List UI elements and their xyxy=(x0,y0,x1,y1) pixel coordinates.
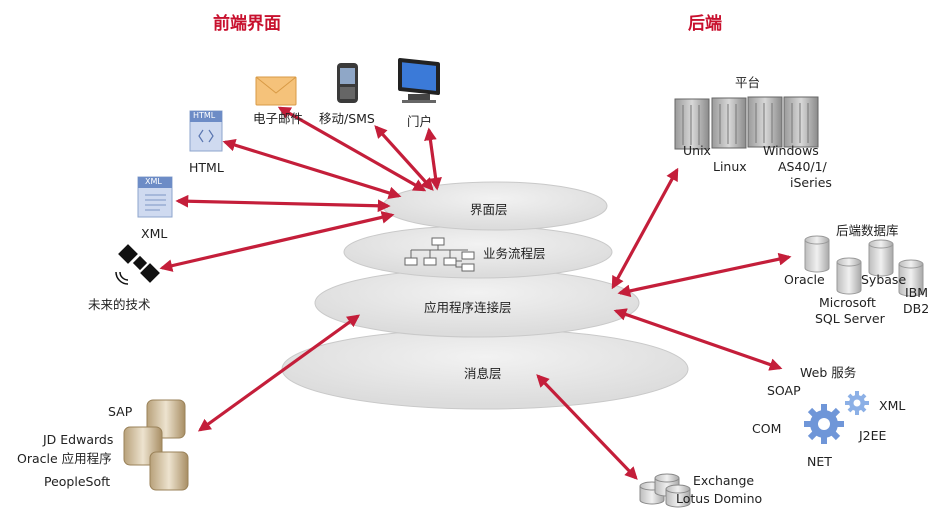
ui-layer-label: 界面层 xyxy=(470,202,508,217)
arrows xyxy=(159,106,792,480)
backend-title: 后端 xyxy=(688,14,722,34)
workflow-icon xyxy=(404,237,475,272)
iseries-label: iSeries xyxy=(790,175,832,190)
envelope-icon xyxy=(255,76,297,106)
monitor-icon xyxy=(398,58,440,103)
satellite-icon xyxy=(115,244,160,285)
lotus-domino-label: Lotus Domino xyxy=(676,491,763,506)
mobile-label: 移动/SMS xyxy=(319,111,375,126)
jd-edwards-label: JD Edwards xyxy=(43,432,114,447)
future-tech-label: 未来的技术 xyxy=(88,297,151,312)
html-label: HTML xyxy=(189,160,224,175)
html-document-icon xyxy=(189,110,223,152)
sybase-label: Sybase xyxy=(861,272,907,287)
html-icon-text: HTML xyxy=(193,111,216,120)
business-process-layer-label: 业务流程层 xyxy=(483,246,546,261)
unix-label: Unix xyxy=(683,143,711,158)
com-label: COM xyxy=(752,421,782,436)
web-services-title: Web 服务 xyxy=(800,365,857,380)
peoplesoft-label: PeopleSoft xyxy=(44,474,111,489)
exchange-label: Exchange xyxy=(693,473,755,488)
email-label: 电子邮件 xyxy=(253,111,304,126)
soap-label: SOAP xyxy=(767,383,801,398)
portal-label: 门户 xyxy=(407,114,433,129)
net-label: NET xyxy=(807,454,832,469)
app-connect-layer-label: 应用程序连接层 xyxy=(424,300,512,315)
oracle-app-label: Oracle 应用程序 xyxy=(17,451,112,466)
layer-business-process xyxy=(343,225,613,279)
xml-service-label: XML xyxy=(879,398,906,413)
windows-label: Windows xyxy=(763,143,819,158)
sap-label: SAP xyxy=(108,404,133,419)
db2-label: DB2 xyxy=(903,301,930,316)
server-rack-icon xyxy=(674,96,819,150)
xml-document-icon xyxy=(137,176,173,218)
as400-label: AS40/1/ xyxy=(778,159,827,174)
j2ee-label: J2EE xyxy=(859,428,887,443)
message-layer-label: 消息层 xyxy=(464,366,502,381)
xml-icon-text: XML xyxy=(145,177,162,186)
frontend-title: 前端界面 xyxy=(213,14,281,34)
erp-icons xyxy=(123,399,189,491)
database-title: 后端数据库 xyxy=(836,223,899,238)
database-icons xyxy=(804,235,924,297)
linux-label: Linux xyxy=(713,159,747,174)
ibm-label: IBM xyxy=(905,285,929,300)
platform-title: 平台 xyxy=(735,75,761,90)
mobile-phone-icon xyxy=(337,63,358,103)
xml-label: XML xyxy=(141,226,168,241)
mail-server-icons xyxy=(639,473,691,508)
sql-server-label: SQL Server xyxy=(815,311,885,326)
gear-icon xyxy=(804,391,869,444)
microsoft-label: Microsoft xyxy=(819,295,876,310)
oracle-db-label: Oracle xyxy=(784,272,825,287)
